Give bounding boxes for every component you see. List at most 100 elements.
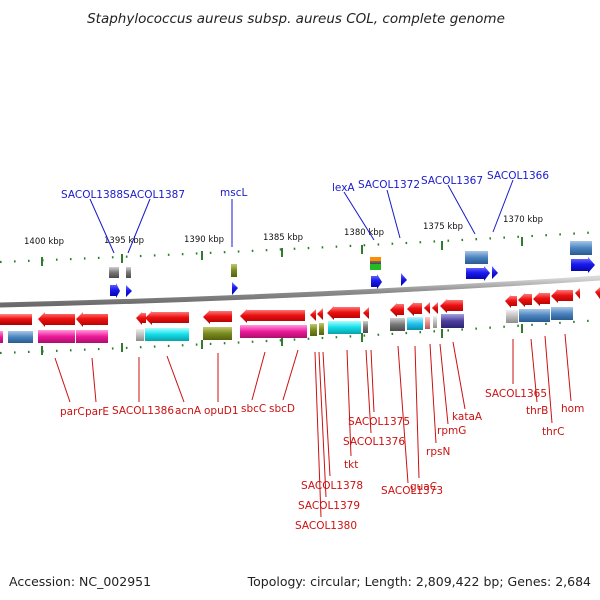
- cog-box: [310, 324, 317, 336]
- cog-box: [370, 257, 381, 261]
- cog-box: [328, 321, 361, 334]
- reverse-gene-arrow: [0, 314, 32, 325]
- map-title: Staphylococcus aureus subsp. aureus COL,…: [87, 11, 505, 27]
- genome-backbone: [0, 275, 600, 308]
- reverse-gene-arrow: [424, 302, 430, 314]
- cog-box: [519, 309, 550, 322]
- top-label-leaders: [89, 179, 514, 254]
- gene-label-bottom: SACOL1376: [343, 436, 405, 448]
- cog-box: [0, 331, 3, 343]
- reverse-gene-arrow: [317, 308, 323, 320]
- cog-box: [231, 264, 237, 277]
- gene-label-bottom: SACOL1375: [348, 416, 410, 428]
- gene-label-bottom: SACOL1386: [112, 405, 174, 417]
- reverse-gene-arrow: [533, 292, 550, 306]
- cog-box: [109, 267, 119, 278]
- gene-label-top: mscL: [220, 187, 247, 199]
- cog-box: [38, 330, 75, 343]
- forward-gene-arrow: [371, 274, 382, 289]
- reverse-gene-arrow: [440, 299, 463, 313]
- reverse-gene-arrow: [595, 287, 600, 299]
- gene-label-bottom: parE: [85, 406, 109, 418]
- gene-label-bottom: kataA: [452, 411, 483, 423]
- gene-label-bottom: rpmG: [437, 425, 466, 437]
- reverse-gene-arrow: [240, 309, 305, 323]
- cog-box: [319, 323, 324, 335]
- reverse-gene-arrow: [505, 295, 517, 308]
- ruler-label: 1370 kbp: [503, 215, 543, 225]
- cog-box: [433, 316, 437, 328]
- ruler-major-ticks-top: [41, 237, 523, 266]
- cog-box: [145, 328, 189, 341]
- ruler-label: 1390 kbp: [184, 235, 224, 245]
- gene-label-bottom: acnA: [175, 405, 202, 417]
- reverse-gene-arrow: [551, 289, 573, 303]
- gene-label-bottom: SACOL1365: [485, 388, 547, 400]
- gene-label-bottom: thrC: [542, 426, 564, 438]
- ruler-label: 1385 kbp: [263, 233, 303, 243]
- gene-label-bottom: sbcD: [269, 403, 295, 415]
- reverse-gene-arrow: [518, 293, 532, 307]
- cog-box: [465, 251, 488, 264]
- reverse-gene-arrow: [136, 312, 146, 325]
- bottom-label-leaders: [54, 333, 572, 518]
- gene-label-top: SACOL1388: [61, 189, 123, 201]
- gene-label-bottom: guaC: [410, 481, 437, 493]
- cog-box: [407, 317, 423, 330]
- gene-label-bottom: parC: [60, 406, 85, 418]
- gene-label-bottom: SACOL1379: [298, 500, 360, 512]
- gene-label-bottom: sbcC: [241, 403, 266, 415]
- forward-gene-arrow: [126, 285, 132, 297]
- reverse-gene-arrow: [203, 310, 232, 324]
- gene-label-top: SACOL1367: [421, 175, 483, 187]
- cog-box: [136, 329, 144, 341]
- gene-label-bottom: hom: [561, 403, 584, 415]
- ruler-label: 1395 kbp: [104, 236, 144, 246]
- forward-gene-arrow: [110, 283, 120, 298]
- cog-box: [506, 310, 518, 323]
- cog-box: [441, 314, 464, 328]
- ruler-major-ticks-bottom: [41, 324, 523, 355]
- forward-gene-arrow: [571, 257, 595, 273]
- reverse-gene-track: [0, 287, 600, 343]
- cog-box: [76, 330, 108, 343]
- gene-label-top: SACOL1387: [123, 189, 185, 201]
- reverse-gene-arrow: [310, 309, 316, 321]
- gene-label-bottom: tkt: [344, 459, 358, 471]
- forward-gene-arrow: [466, 266, 490, 281]
- reverse-gene-arrow: [76, 312, 108, 327]
- cog-box: [390, 318, 405, 331]
- cog-box: [240, 325, 290, 338]
- forward-gene-arrow: [232, 282, 238, 295]
- reverse-gene-arrow: [327, 306, 360, 320]
- cog-box: [126, 267, 131, 278]
- forward-gene-track: [109, 241, 595, 298]
- reverse-gene-arrow: [575, 288, 580, 299]
- gene-label-top: SACOL1366: [487, 170, 549, 182]
- gene-label-bottom: thrB: [526, 405, 548, 417]
- forward-gene-arrow: [401, 273, 407, 286]
- cog-box: [203, 327, 232, 340]
- gene-label-bottom: SACOL1378: [301, 480, 363, 492]
- cog-box: [290, 325, 307, 338]
- reverse-gene-arrow: [407, 302, 422, 316]
- cog-box: [370, 264, 381, 270]
- ruler-label: 1375 kbp: [423, 222, 463, 232]
- gene-label-bottom: rpsN: [426, 446, 450, 458]
- gene-label-top: lexA: [332, 182, 355, 194]
- top-gene-labels: SACOL1388 SACOL1387 mscL lexA SACOL1372 …: [61, 170, 549, 201]
- cog-box: [363, 321, 368, 333]
- genome-summary-text: Topology: circular; Length: 2,809,422 bp…: [247, 574, 591, 589]
- gene-label-top: SACOL1372: [358, 179, 420, 191]
- gene-label-bottom: SACOL1373: [381, 485, 443, 497]
- reverse-gene-arrow: [145, 311, 189, 325]
- reverse-gene-arrow: [363, 307, 369, 319]
- reverse-gene-arrow: [432, 302, 438, 314]
- cog-box: [425, 317, 430, 329]
- ruler-labels: 1400 kbp 1395 kbp 1390 kbp 1385 kbp 1380…: [24, 215, 543, 247]
- accession-text: Accession: NC_002951: [9, 574, 151, 589]
- reverse-gene-arrow: [38, 312, 75, 327]
- ruler-label: 1400 kbp: [24, 237, 64, 247]
- ruler-label: 1380 kbp: [344, 228, 384, 238]
